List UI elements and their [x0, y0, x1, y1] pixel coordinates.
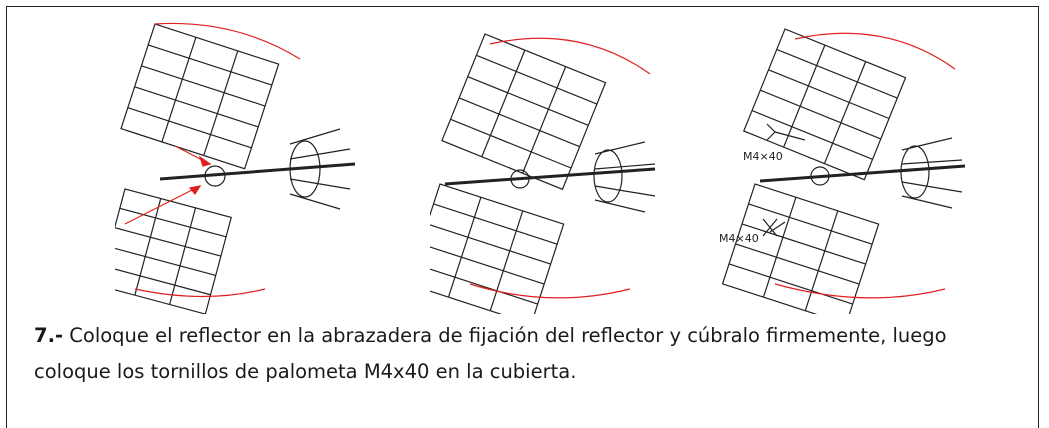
- screw-label-top: M4×40: [743, 150, 783, 163]
- instruction-caption: 7.- Coloque el reflector en la abrazader…: [34, 318, 1024, 390]
- wingnut-screws-illustration: M4×40 M4×40: [719, 28, 966, 314]
- instruction-text: Coloque el reflector en la abrazadera de…: [34, 324, 947, 383]
- reflector-insertion-illustration: [115, 22, 356, 314]
- screw-label-bottom: M4×40: [719, 232, 759, 245]
- instruction-frame: [6, 6, 1039, 428]
- step-number: 7.-: [34, 324, 64, 347]
- reflector-mounted-illustration: [430, 33, 656, 314]
